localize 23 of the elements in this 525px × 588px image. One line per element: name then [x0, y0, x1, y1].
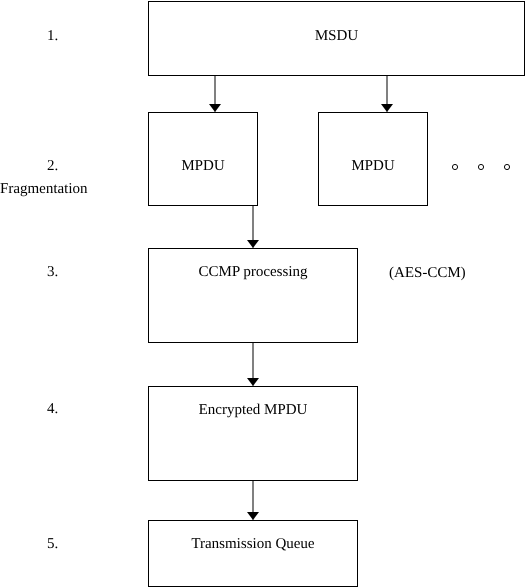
- step-number: 5.: [47, 536, 58, 553]
- box-label: CCMP processing: [198, 264, 308, 281]
- process-box: [148, 520, 358, 587]
- arrow: [381, 76, 393, 112]
- step-number: 1.: [47, 28, 58, 45]
- process-box: [148, 1, 525, 76]
- step-number: 2.: [47, 158, 58, 175]
- process-box: [318, 112, 428, 206]
- process-box: [148, 112, 258, 206]
- annotation-text: (AES-CCM): [389, 265, 466, 282]
- box-label: Transmission Queue: [191, 536, 315, 553]
- arrow: [247, 206, 259, 248]
- arrow: [247, 342, 259, 386]
- box-label: MSDU: [314, 28, 358, 45]
- step-number: 4.: [47, 401, 58, 418]
- box-label: MPDU: [181, 158, 225, 175]
- arrow: [247, 480, 259, 520]
- step-number: 3.: [47, 264, 58, 281]
- arrow: [209, 76, 221, 112]
- box-label: Encrypted MPDU: [198, 402, 308, 419]
- box-label: MPDU: [351, 158, 395, 175]
- process-box: [148, 386, 358, 481]
- step-label: Fragmentation: [0, 181, 88, 198]
